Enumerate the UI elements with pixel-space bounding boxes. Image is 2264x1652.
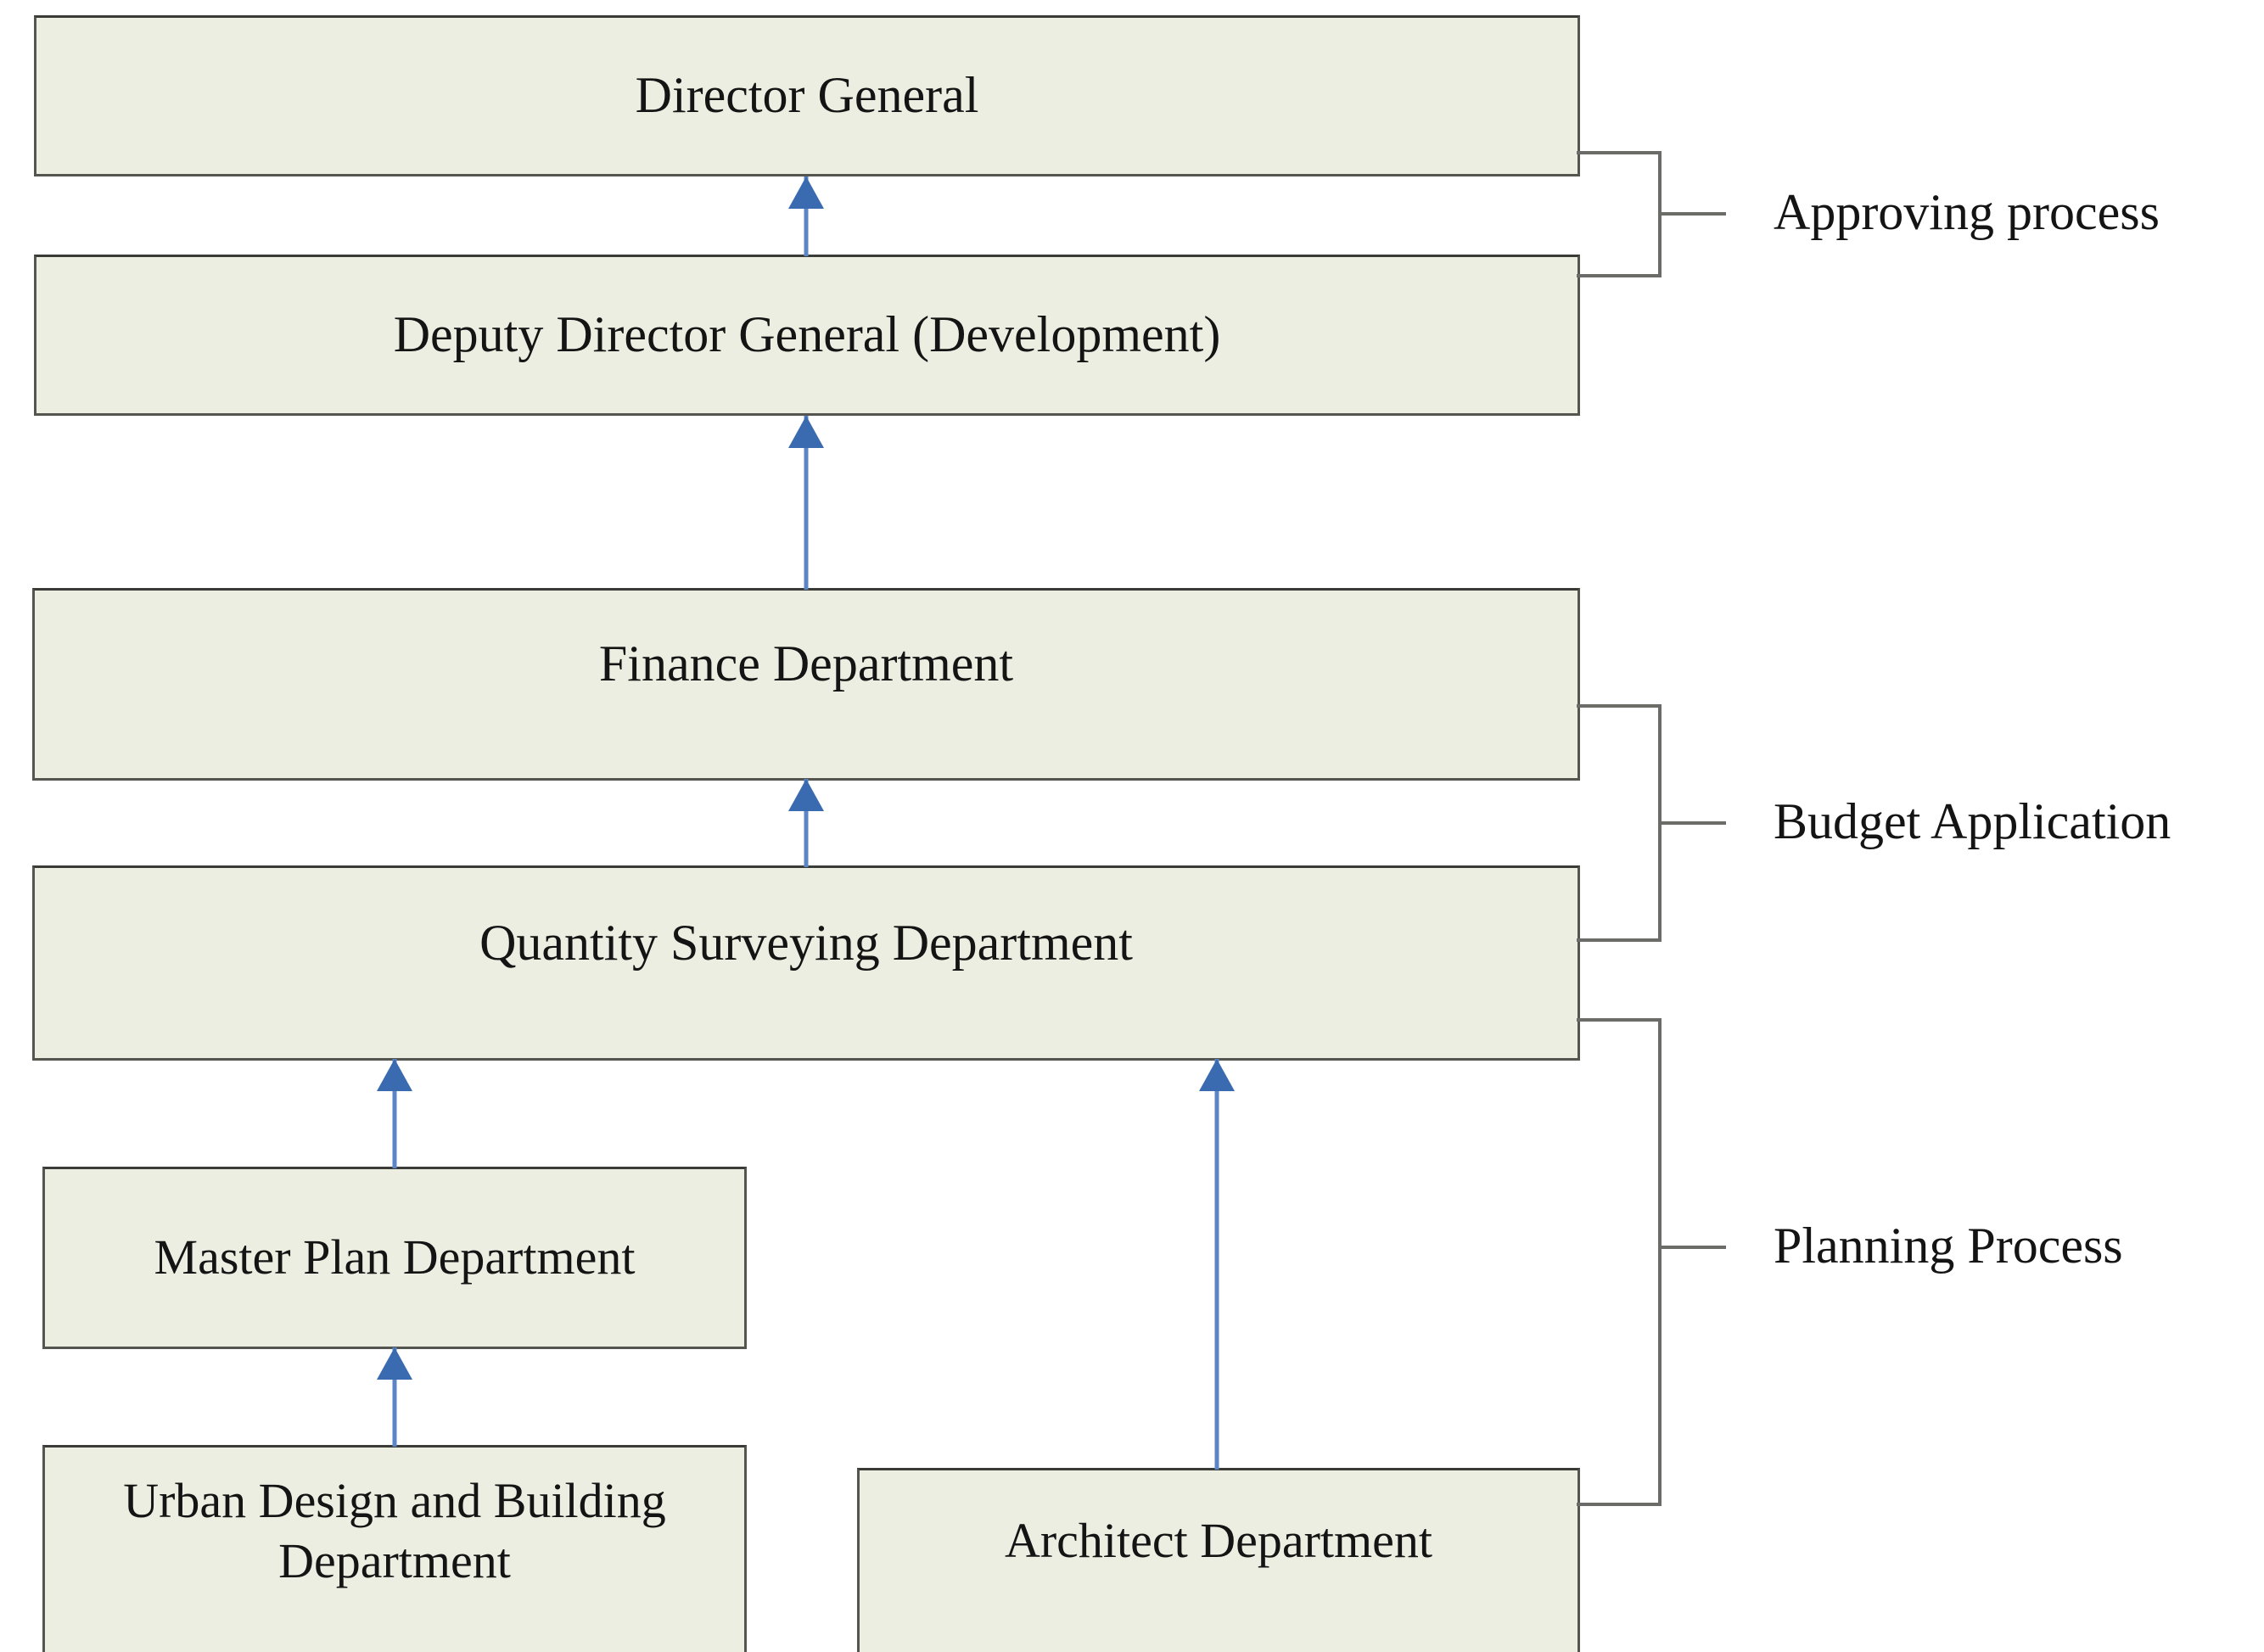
- bracket-arm-bottom: [1577, 1503, 1662, 1506]
- node-master-plan-department[interactable]: Master Plan Department: [42, 1167, 747, 1349]
- arrow-shaft: [392, 1059, 397, 1168]
- bracket-approving-process: [1577, 151, 1662, 277]
- arrow-shaft: [804, 779, 809, 867]
- bracket-spine: [1658, 151, 1662, 277]
- bracket-arm-bottom: [1577, 274, 1662, 277]
- node-label: Deputy Director General (Development): [393, 306, 1221, 363]
- node-label: Architect Department: [1004, 1513, 1433, 1568]
- node-label: Finance Department: [598, 636, 1014, 692]
- arrow-deputy-to-director-general: [788, 176, 824, 256]
- bracket-arm-top: [1577, 704, 1662, 708]
- bracket-tick-budget-application: [1662, 821, 1726, 825]
- group-label-approving-process: Approving process: [1774, 184, 2160, 240]
- bracket-spine: [1658, 704, 1662, 942]
- bracket-spine: [1658, 1018, 1662, 1506]
- arrow-head-icon: [377, 1347, 412, 1380]
- arrow-quantity-surveying-to-finance: [788, 779, 824, 867]
- bracket-tick-planning-process: [1662, 1246, 1726, 1249]
- bracket-arm-top: [1577, 1018, 1662, 1022]
- node-label: Quantity Surveying Department: [479, 915, 1133, 971]
- node-deputy-director-general[interactable]: Deputy Director General (Development): [34, 255, 1580, 416]
- arrow-shaft: [392, 1347, 397, 1447]
- bracket-arm-bottom: [1577, 938, 1662, 942]
- arrow-master-plan-to-quantity-surveying: [377, 1059, 412, 1168]
- bracket-planning-process: [1577, 1018, 1662, 1506]
- bracket-arm-top: [1577, 151, 1662, 154]
- node-finance-department[interactable]: Finance Department: [32, 588, 1580, 781]
- arrow-architect-to-quantity-surveying: [1199, 1059, 1235, 1470]
- arrow-shaft: [804, 416, 809, 590]
- arrow-shaft: [1214, 1059, 1219, 1470]
- node-quantity-surveying-department[interactable]: Quantity Surveying Department: [32, 865, 1580, 1061]
- arrow-head-icon: [1199, 1059, 1235, 1091]
- node-director-general[interactable]: Director General: [34, 15, 1580, 176]
- group-label-budget-application: Budget Application: [1774, 793, 2172, 849]
- arrow-head-icon: [377, 1059, 412, 1091]
- arrow-finance-to-deputy: [788, 416, 824, 590]
- node-urban-design-and-building-department[interactable]: Urban Design and Building Department: [42, 1445, 747, 1652]
- node-label: Master Plan Department: [154, 1229, 636, 1285]
- bracket-budget-application: [1577, 704, 1662, 942]
- arrow-shaft: [804, 176, 809, 256]
- arrow-head-icon: [788, 779, 824, 811]
- bracket-tick-approving-process: [1662, 212, 1726, 216]
- node-label: Director General: [635, 67, 979, 124]
- arrow-head-icon: [788, 176, 824, 209]
- arrow-urban-design-to-master-plan: [377, 1347, 412, 1447]
- group-label-planning-process: Planning Process: [1774, 1218, 2123, 1274]
- node-architect-department[interactable]: Architect Department: [857, 1468, 1580, 1652]
- node-label: Urban Design and Building Department: [123, 1473, 666, 1588]
- arrow-head-icon: [788, 416, 824, 448]
